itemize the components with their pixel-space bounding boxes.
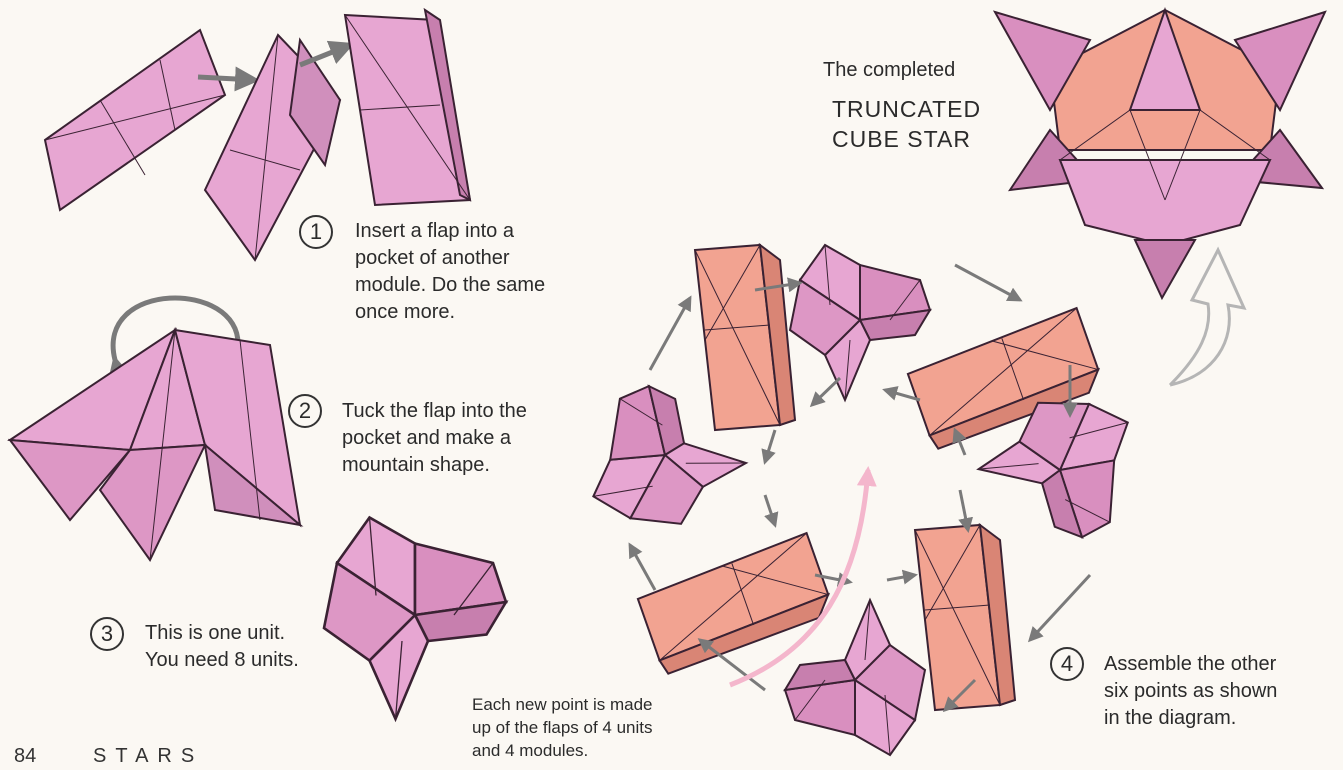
completed-title-line2: CUBE STAR bbox=[832, 124, 981, 154]
step1-module-a bbox=[45, 30, 225, 210]
completed-title-line1: TRUNCATED bbox=[832, 94, 981, 124]
step1-line3: module. Do the same bbox=[355, 272, 545, 299]
step4-line2: six points as shown bbox=[1104, 678, 1277, 705]
step3-number: 3 bbox=[90, 617, 124, 651]
step4-line3: in the diagram. bbox=[1104, 705, 1277, 732]
completed-title: TRUNCATED CUBE STAR bbox=[832, 94, 981, 154]
step2-text: Tuck the flap into the pocket and make a… bbox=[342, 398, 527, 479]
step2-number: 2 bbox=[288, 394, 322, 428]
step3-unit bbox=[324, 518, 506, 720]
completed-caption: The completed bbox=[823, 57, 955, 84]
note-line2: up of the flaps of 4 units bbox=[472, 716, 653, 739]
step2-line2: pocket and make a bbox=[342, 425, 527, 452]
step1-text: Insert a flap into a pocket of another m… bbox=[355, 218, 545, 326]
step4-number: 4 bbox=[1050, 647, 1084, 681]
step2-line3: mountain shape. bbox=[342, 452, 527, 479]
assembly-note: Each new point is made up of the flaps o… bbox=[472, 693, 653, 762]
step3-line1: This is one unit. bbox=[145, 620, 299, 647]
step1-line2: pocket of another bbox=[355, 245, 545, 272]
step1-line4: once more. bbox=[355, 299, 545, 326]
page-number: 84 bbox=[14, 745, 36, 768]
note-line3: and 4 modules. bbox=[472, 739, 653, 762]
ring-module-3 bbox=[915, 525, 1015, 710]
step4-line1: Assemble the other bbox=[1104, 651, 1277, 678]
step1-module-c bbox=[345, 10, 470, 205]
step3-line2: You need 8 units. bbox=[145, 647, 299, 674]
section-title: STARS bbox=[93, 745, 203, 768]
step2-mountain bbox=[10, 330, 300, 560]
ring-module-4 bbox=[633, 532, 838, 676]
step3-text: This is one unit. You need 8 units. bbox=[145, 620, 299, 674]
completion-arrow bbox=[1170, 250, 1244, 385]
step1-arrow-a bbox=[198, 77, 255, 80]
step4-text: Assemble the other six points as shown i… bbox=[1104, 651, 1277, 732]
completed-star bbox=[995, 10, 1325, 298]
ring-module-1 bbox=[695, 245, 795, 430]
note-line1: Each new point is made bbox=[472, 693, 653, 716]
step1-number: 1 bbox=[299, 215, 333, 249]
step2-line1: Tuck the flap into the bbox=[342, 398, 527, 425]
step1-line1: Insert a flap into a bbox=[355, 218, 545, 245]
